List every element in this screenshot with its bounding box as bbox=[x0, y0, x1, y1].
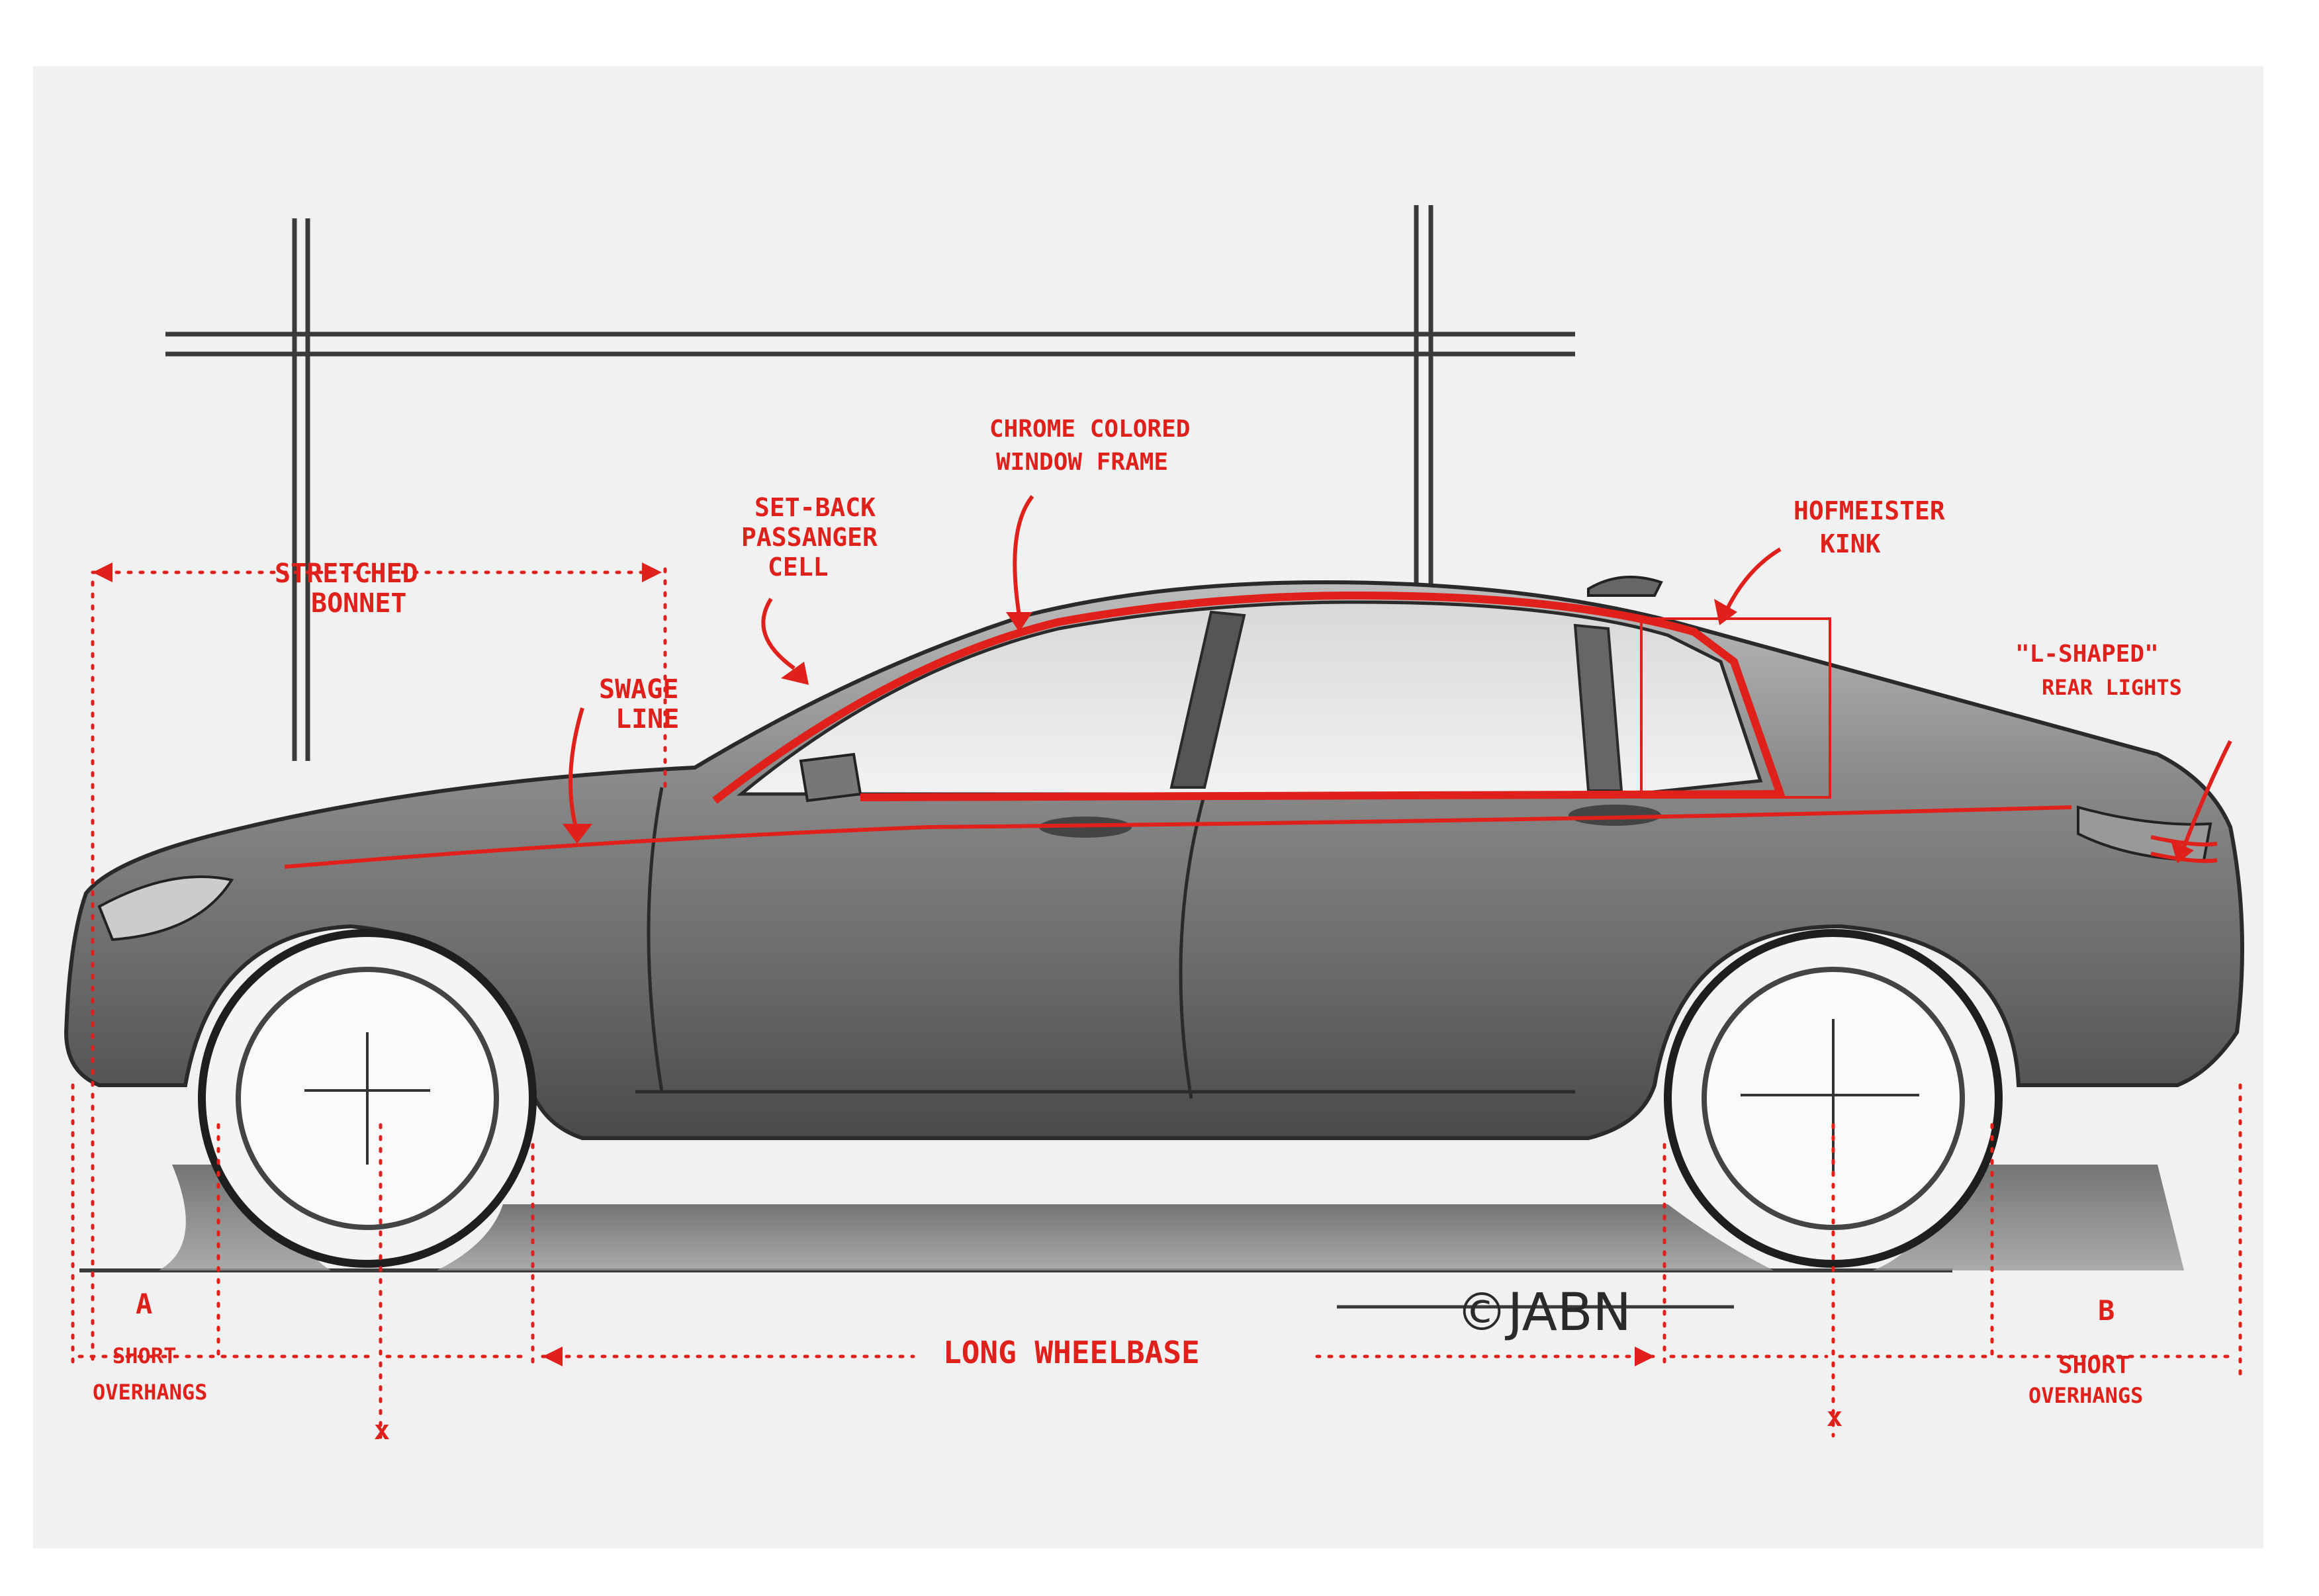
label-stretched-bonnet-1: STRETCHED bbox=[275, 558, 418, 589]
arrow-heads bbox=[93, 562, 2194, 1366]
label-front-overhang-2: OVERHANGS bbox=[93, 1380, 207, 1405]
chrome-frame-line bbox=[712, 591, 1786, 804]
label-rear-lights-1: "L-SHAPED" bbox=[2015, 641, 2159, 668]
design-annotations bbox=[71, 495, 2242, 1444]
side-windows bbox=[737, 600, 1763, 796]
label-hofmeister-1: HOFMEISTER bbox=[1794, 496, 1945, 525]
annotation-labels: STRETCHED BONNET SWAGE LINE SET-BACK PAS… bbox=[93, 416, 2182, 1446]
headlight bbox=[97, 875, 234, 942]
label-hofmeister-2: KINK bbox=[1820, 529, 1881, 558]
rear-wheel bbox=[1664, 929, 2003, 1268]
label-set-back-3: CELL bbox=[768, 553, 829, 582]
label-front-axle: x bbox=[374, 1415, 390, 1446]
b-pillar bbox=[1169, 610, 1246, 789]
label-chrome-frame-2: WINDOW FRAME bbox=[996, 449, 1168, 476]
label-front-overhang-1: SHORT bbox=[113, 1343, 176, 1368]
front-wheel bbox=[198, 929, 537, 1268]
rear-door-handle bbox=[1569, 805, 1661, 826]
roof-antenna bbox=[1587, 576, 1663, 597]
label-rear-overhang-1: SHORT bbox=[2058, 1352, 2130, 1379]
label-rear-lights-2: REAR LIGHTS bbox=[2042, 675, 2182, 700]
label-rear-overhang-2: OVERHANGS bbox=[2028, 1383, 2143, 1408]
label-swage-line-2: LINE bbox=[615, 704, 679, 734]
front-door-seam bbox=[647, 787, 664, 1092]
label-chrome-frame-1: CHROME COLORED bbox=[989, 416, 1190, 443]
label-long-wheelbase: LONG WHEELBASE bbox=[943, 1335, 1200, 1370]
label-rear-axle: x bbox=[1827, 1402, 1842, 1433]
swage-line-mark bbox=[284, 805, 2072, 869]
label-stretched-bonnet-2: BONNET bbox=[311, 588, 407, 619]
rear-door-seam bbox=[1179, 793, 1206, 1099]
label-swage-line-1: SWAGE bbox=[599, 674, 678, 705]
label-point-a: A bbox=[136, 1288, 152, 1320]
label-set-back-1: SET-BACK bbox=[754, 493, 876, 522]
side-mirror bbox=[799, 752, 862, 803]
rear-light-marks bbox=[2150, 835, 2218, 864]
label-set-back-2: PASSANGER bbox=[741, 523, 878, 552]
hofmeister-kink-box bbox=[1640, 617, 1831, 799]
label-point-b: B bbox=[2098, 1294, 2114, 1327]
artist-signature: ©JABN bbox=[1456, 1283, 1631, 1343]
